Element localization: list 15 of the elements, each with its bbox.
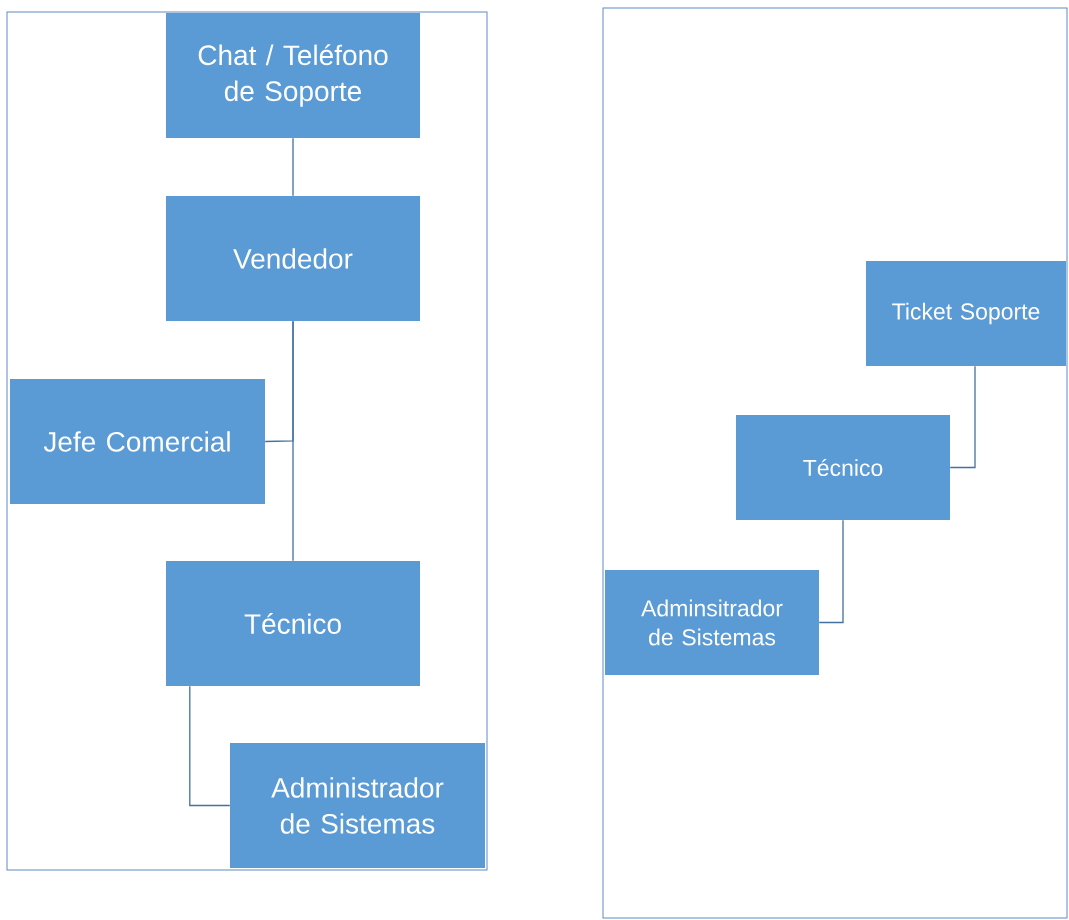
connector-line: [292, 137, 294, 197]
process-box: Técnico: [166, 561, 420, 686]
panel-frame: [602, 7, 1068, 919]
process-box: Chat / Teléfono de Soporte: [166, 13, 420, 138]
process-box: Técnico: [736, 415, 950, 520]
connector-line: [292, 320, 294, 562]
panel-frame: [6, 11, 488, 871]
connector-line: [949, 365, 976, 469]
process-box: Vendedor: [166, 196, 420, 321]
process-box: Ticket Soporte: [866, 261, 1066, 366]
process-box: Adminsitrador de Sistemas: [605, 570, 819, 675]
connector-line: [818, 519, 844, 624]
process-box: Jefe Comercial: [10, 379, 265, 504]
process-box: Administrador de Sistemas: [230, 743, 485, 868]
connector-line: [189, 685, 231, 807]
